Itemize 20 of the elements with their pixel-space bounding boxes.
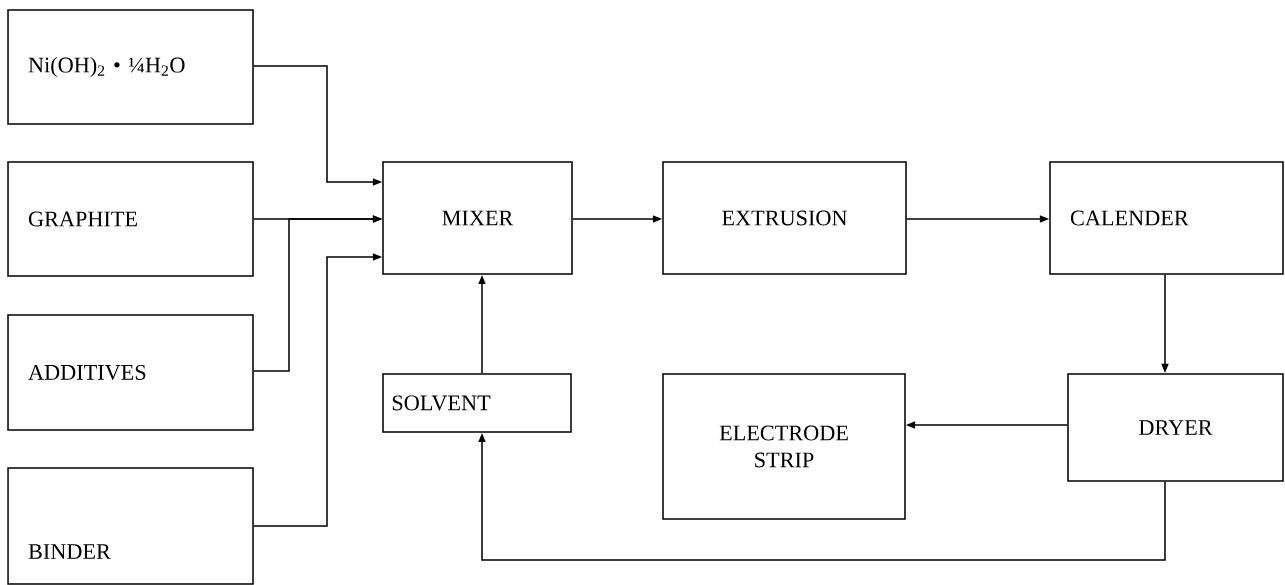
node-label: SOLVENT xyxy=(392,395,491,411)
process-box xyxy=(1049,161,1284,275)
process-box xyxy=(382,161,573,275)
node-label: BINDER xyxy=(28,544,111,559)
process-box xyxy=(382,373,572,433)
process-box xyxy=(662,161,907,275)
node-label: Ni(OH)$_{2}$ • ¼H$_{2}$O xyxy=(28,56,185,78)
node-label: ELECTRODE STRIP xyxy=(719,425,848,468)
process-box xyxy=(7,161,254,277)
process-box xyxy=(662,373,906,520)
node-label: GRAPHITE xyxy=(28,211,137,227)
process-box xyxy=(7,9,254,125)
node-label: MIXER xyxy=(442,210,514,226)
process-box xyxy=(7,314,254,431)
process-box xyxy=(1067,373,1284,482)
process-box xyxy=(7,467,254,585)
node-label: ADDITIVES xyxy=(28,364,146,381)
node-label: DRYER xyxy=(1139,420,1213,435)
node-label: EXTRUSION xyxy=(722,210,848,226)
node-label: CALENDER xyxy=(1070,210,1189,226)
